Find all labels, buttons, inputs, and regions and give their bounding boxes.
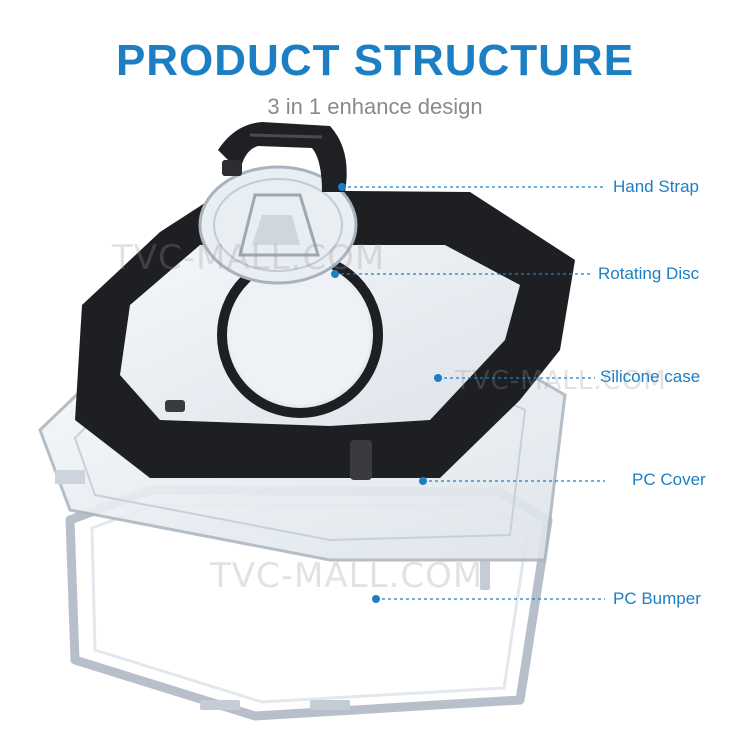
page-subtitle: 3 in 1 enhance design [267,94,483,119]
silicone-case [75,190,575,480]
watermark: TVC-MALL.COM [455,366,667,396]
callout-pc-bumper: PC Bumper [613,589,701,608]
callout-leaders [335,186,605,600]
callout-rotating-disc: Rotating Disc [598,264,700,283]
callout-dots [331,183,442,603]
watermark: TVC-MALL.COM [210,556,484,596]
callout-pc-cover: PC Cover [632,470,706,489]
callout-silicone-case: Silicone case [600,367,701,386]
hand-strap [218,122,347,192]
page-title: PRODUCT STRUCTURE [115,36,635,85]
callout-hand-strap: Hand Strap [613,177,699,196]
watermark: TVC-MALL.COM [112,238,386,278]
rotating-disc [198,165,358,285]
